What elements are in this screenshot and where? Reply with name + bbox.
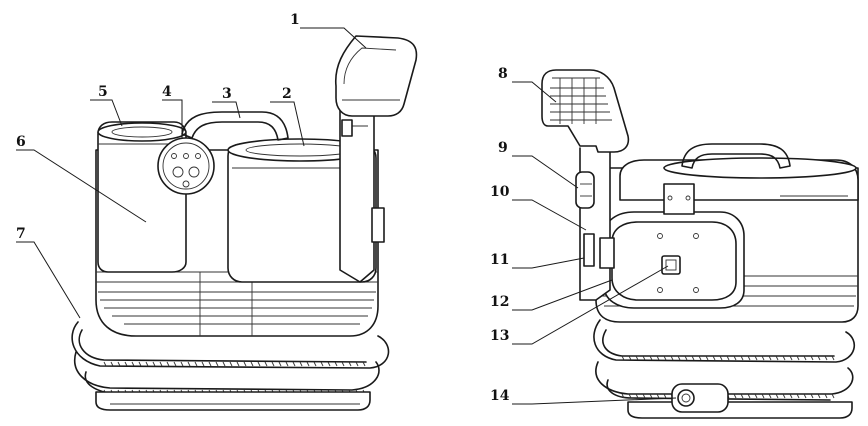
port-socket [661,255,681,275]
control-panel [157,137,215,195]
callout-12: 12 [490,294,509,310]
callout-11: 11 [490,252,509,268]
callout-4: 4 [162,84,172,100]
carry-handle [181,111,289,141]
spray-tool-holder [334,35,418,283]
callout-3: 3 [222,86,232,102]
front-view [71,35,418,411]
dirty-water-tank [227,138,377,283]
callout-9: 9 [498,140,508,156]
base-plate-rear [627,401,853,419]
base-plate [95,391,371,411]
carry-handle-rear [681,143,791,169]
callout-8: 8 [498,66,508,82]
hose-connector [671,383,729,413]
spray-tool-head [541,69,630,153]
rear-view [541,69,859,419]
tool-holder-column [575,147,695,301]
callout-14: 14 [490,388,510,404]
callout-13: 13 [490,328,509,344]
callout-labels: 1 2 3 4 5 6 7 8 9 10 11 12 13 14 [16,12,510,404]
callout-2: 2 [282,86,292,102]
callout-10: 10 [490,184,510,200]
callout-7: 7 [16,226,26,242]
leader-lines [16,27,677,405]
tank-top-rear [619,157,859,201]
callout-6: 6 [16,134,26,150]
callout-5: 5 [98,84,108,100]
callout-1: 1 [290,12,300,28]
